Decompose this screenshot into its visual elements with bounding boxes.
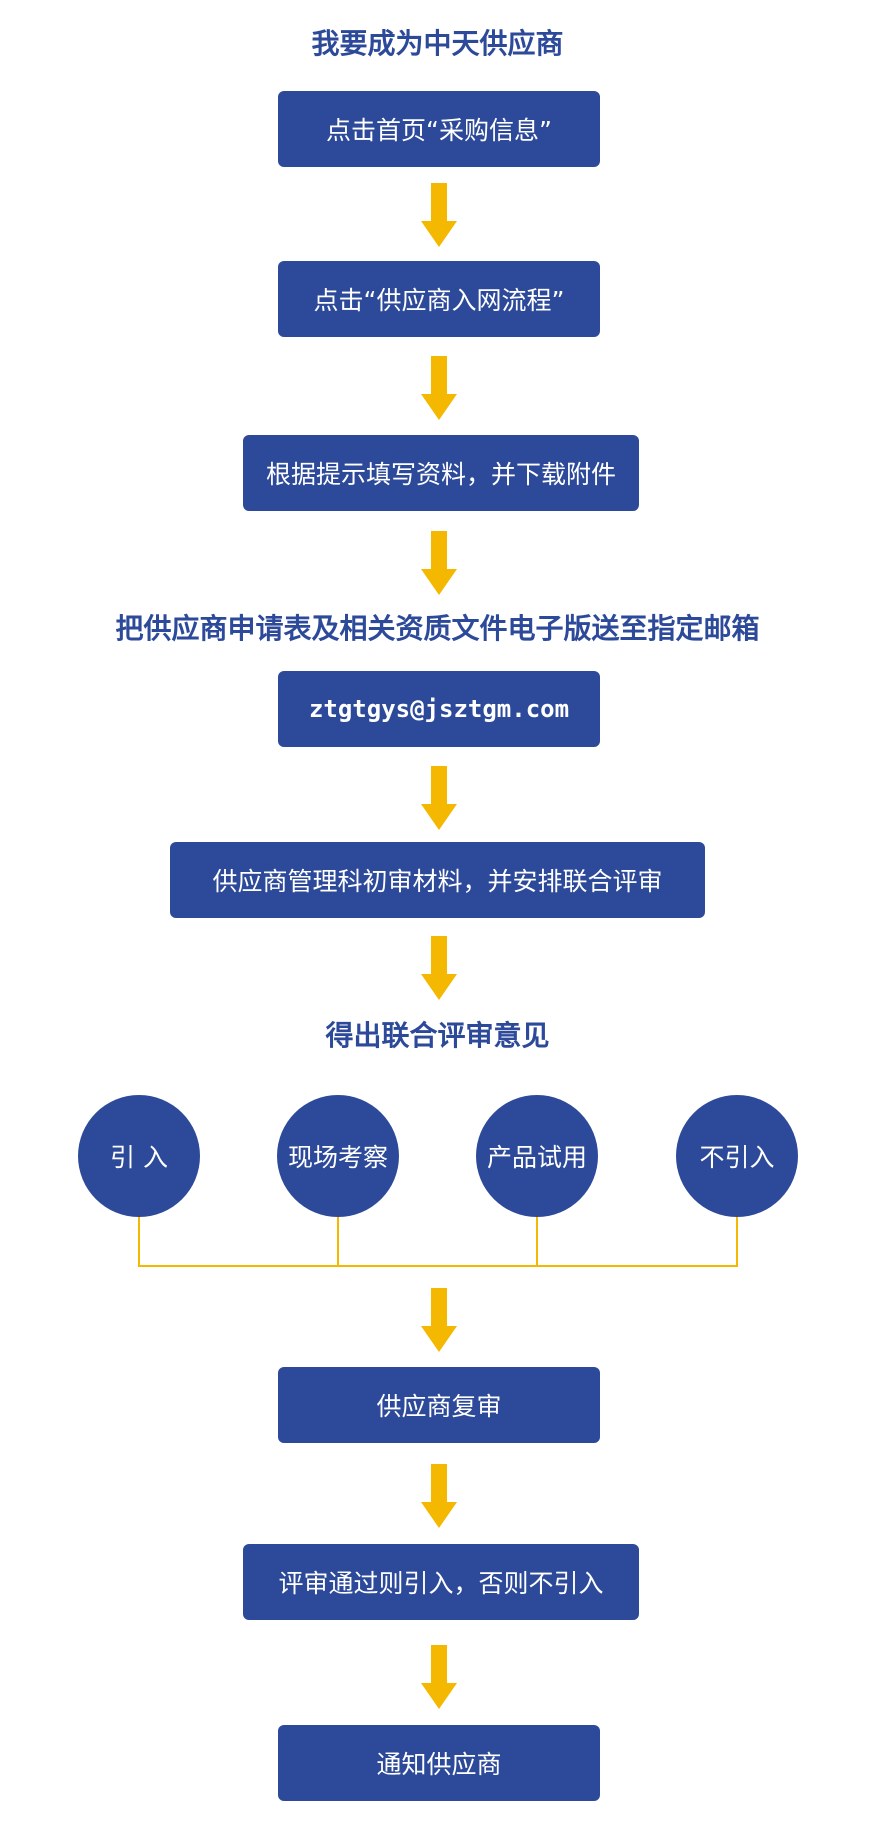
connector-bar — [138, 1265, 738, 1267]
step-fill-info: 根据提示填写资料，并下载附件 — [243, 435, 639, 511]
opinion-product-trial: 产品试用 — [476, 1095, 598, 1217]
down-arrow-icon — [421, 766, 457, 830]
connector-line — [536, 1217, 538, 1267]
down-arrow-icon — [421, 1645, 457, 1709]
step-decision: 评审通过则引入，否则不引入 — [243, 1544, 639, 1620]
step-click-supplier-process: 点击“供应商入网流程” — [278, 261, 600, 337]
down-arrow-icon — [421, 1288, 457, 1352]
connector-line — [138, 1217, 140, 1267]
opinion-introduce: 引 入 — [78, 1095, 200, 1217]
connector-line — [337, 1217, 339, 1267]
down-arrow-icon — [421, 936, 457, 1000]
opinion-heading: 得出联合评审意见 — [325, 1019, 550, 1052]
opinion-site-inspection: 现场考察 — [277, 1095, 399, 1217]
email-instruction-heading: 把供应商申请表及相关资质文件电子版送至指定邮箱 — [115, 612, 760, 645]
email-address: ztgtgys@jsztgm.com — [278, 671, 600, 747]
step-initial-review: 供应商管理科初审材料，并安排联合评审 — [170, 842, 705, 918]
step-re-review: 供应商复审 — [278, 1367, 600, 1443]
down-arrow-icon — [421, 1464, 457, 1528]
step-notify-supplier: 通知供应商 — [278, 1725, 600, 1801]
down-arrow-icon — [421, 183, 457, 247]
connector-line — [736, 1217, 738, 1267]
step-click-purchase-info: 点击首页“采购信息” — [278, 91, 600, 167]
opinion-not-introduce: 不引入 — [676, 1095, 798, 1217]
down-arrow-icon — [421, 356, 457, 420]
page-title: 我要成为中天供应商 — [311, 27, 564, 60]
down-arrow-icon — [421, 531, 457, 595]
